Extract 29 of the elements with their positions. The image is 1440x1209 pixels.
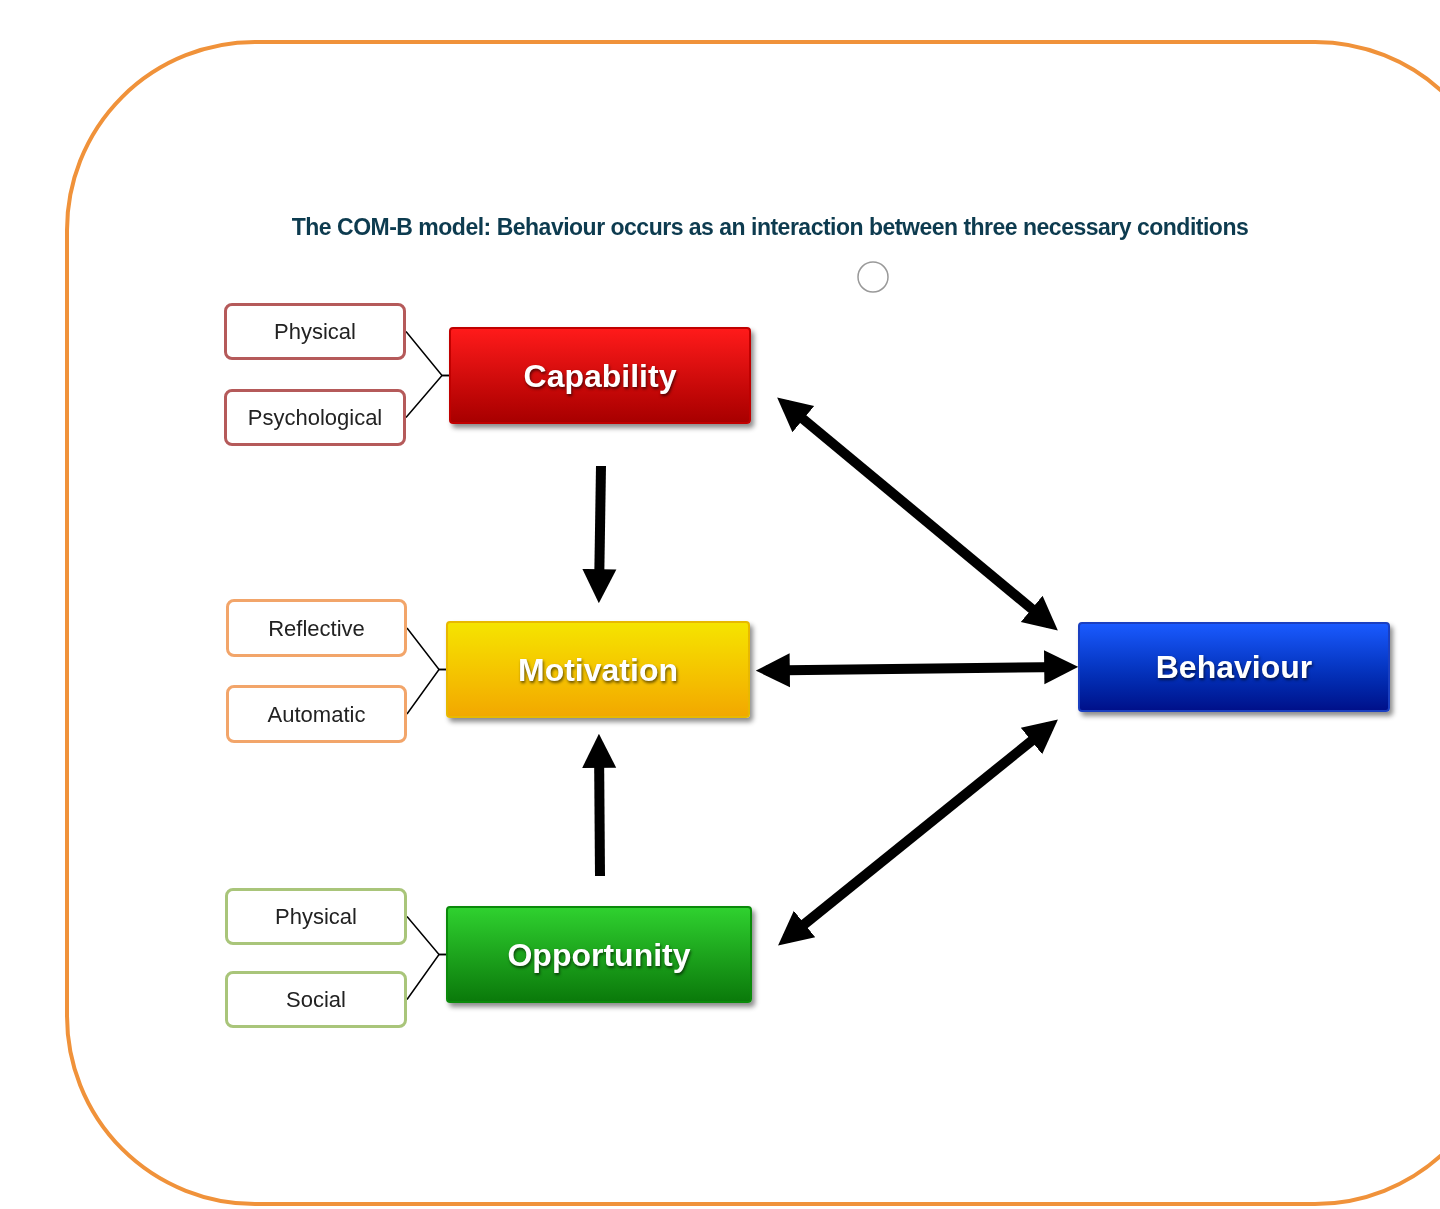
component-box	[449, 327, 751, 424]
box-label: Reflective	[268, 614, 365, 643]
thick-arrow	[582, 733, 617, 877]
thick-arrow	[778, 719, 1058, 946]
box-label: Behaviour	[1155, 648, 1313, 687]
component-box	[446, 906, 752, 1003]
box-label: Opportunity	[507, 935, 691, 975]
connector-line	[405, 374, 450, 419]
subcomponent-box	[224, 303, 406, 360]
connector-line	[406, 668, 447, 715]
box-label: Automatic	[267, 700, 366, 729]
component-box	[1078, 622, 1390, 712]
box-label: Capability	[523, 356, 677, 396]
box-label: Psychological	[247, 404, 383, 432]
subcomponent-box	[225, 971, 407, 1028]
diagram-title: The COM-B model: Behaviour occurs as an interaction between three necessary conditions	[290, 213, 1250, 242]
subcomponent-box	[226, 599, 407, 657]
box-label: Motivation	[518, 650, 678, 690]
subcomponent-box	[226, 685, 407, 743]
box-label: Physical	[275, 903, 357, 931]
subcomponent-box	[225, 888, 407, 945]
box-label: Physical	[274, 318, 356, 346]
thick-arrow	[755, 650, 1079, 688]
thick-arrow	[777, 397, 1058, 631]
component-box	[446, 621, 750, 718]
thick-arrow	[582, 465, 617, 604]
box-label: Social	[286, 986, 346, 1014]
subcomponent-box	[224, 389, 406, 446]
connector-line	[406, 953, 447, 1001]
